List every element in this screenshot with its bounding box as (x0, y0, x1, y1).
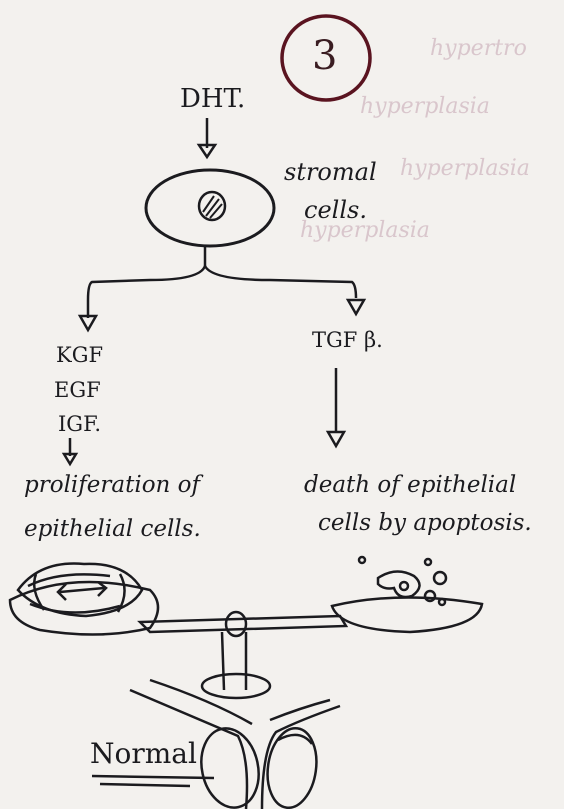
arrow-tgf-to-apoptosis (328, 368, 344, 446)
arrow-dht-to-cell (199, 118, 215, 157)
factor-egf: EGF (54, 380, 101, 401)
scale-pivot (226, 612, 246, 636)
normal-label: Normal (90, 740, 197, 768)
proliferation-line2: epithelial cells. (24, 518, 201, 541)
hormone-label: DHT. (180, 86, 245, 112)
branch-connector (80, 246, 364, 330)
right-pan (332, 597, 482, 632)
proliferation-line1: proliferation of (24, 474, 200, 497)
stromal-label-line1: stromal (284, 160, 377, 184)
scale-base (202, 674, 270, 698)
apoptosis-line2: cells by apoptosis. (318, 512, 532, 535)
factor-kgf: KGF (56, 345, 103, 366)
page-number: 3 (312, 36, 337, 76)
stromal-cell (146, 170, 274, 246)
scale-beam (140, 616, 346, 632)
nucleus-icon (199, 192, 225, 220)
arrow-igf-to-proliferation (64, 438, 76, 464)
factor-igf: IGF. (58, 414, 101, 435)
stromal-label-line2: cells. (304, 198, 367, 222)
normal-underline (92, 776, 214, 786)
scale-post (222, 632, 246, 690)
apoptosis-line1: death of epithelial (304, 474, 516, 497)
balance-scale (10, 557, 482, 698)
factor-tgf-beta: TGF β. (312, 330, 383, 351)
